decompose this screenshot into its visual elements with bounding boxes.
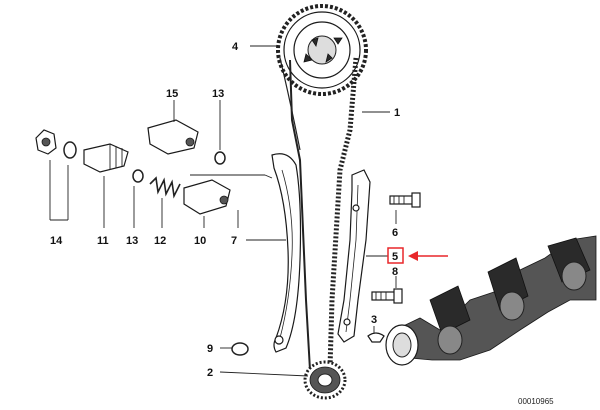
- callout-8[interactable]: 8: [392, 266, 398, 278]
- callout-11[interactable]: 11: [97, 235, 109, 247]
- callout-15[interactable]: 15: [166, 88, 178, 100]
- crankshaft-sprocket: [303, 360, 347, 400]
- camshaft-sprocket: [276, 4, 368, 96]
- leader-lines: [49, 45, 397, 377]
- tensioner-housing: [83, 143, 129, 173]
- callout-3[interactable]: 3: [371, 314, 377, 326]
- callout-12[interactable]: 12: [154, 235, 166, 247]
- tensioner-piston-upper: [147, 119, 199, 155]
- highlight-arrow: [408, 251, 448, 261]
- callout-10[interactable]: 10: [194, 235, 206, 247]
- callout-13-upper[interactable]: 13: [212, 88, 224, 100]
- callout-2[interactable]: 2: [207, 367, 213, 379]
- callout-4[interactable]: 4: [232, 41, 239, 53]
- callout-9[interactable]: 9: [207, 343, 213, 355]
- callout-5-highlight-box: [387, 247, 404, 264]
- callout-1[interactable]: 1: [394, 107, 400, 119]
- callout-5[interactable]: 5: [392, 251, 398, 263]
- guide-rail-bolt-lower: [371, 288, 403, 304]
- callout-13-lower[interactable]: 13: [126, 235, 138, 247]
- sealing-washer: [63, 141, 77, 159]
- callout-14[interactable]: 14: [50, 235, 63, 247]
- guide-rail: [337, 169, 371, 343]
- callout-6[interactable]: 6: [392, 227, 398, 239]
- tensioner-rail: [271, 153, 302, 353]
- sealing-ring-upper: [214, 151, 226, 165]
- timing-chain: [279, 57, 359, 371]
- document-number: 00010965: [518, 397, 554, 406]
- tensioner-spring: [149, 176, 181, 199]
- tensioner-piston: [183, 179, 231, 215]
- woodruff-key: [367, 332, 385, 343]
- screw-plug: [35, 129, 57, 155]
- guide-rail-bolt-upper: [389, 192, 421, 208]
- gasket-ring: [231, 342, 249, 356]
- callout-7[interactable]: 7: [231, 235, 237, 247]
- crankshaft: [385, 235, 597, 366]
- sealing-ring-lower: [132, 169, 144, 183]
